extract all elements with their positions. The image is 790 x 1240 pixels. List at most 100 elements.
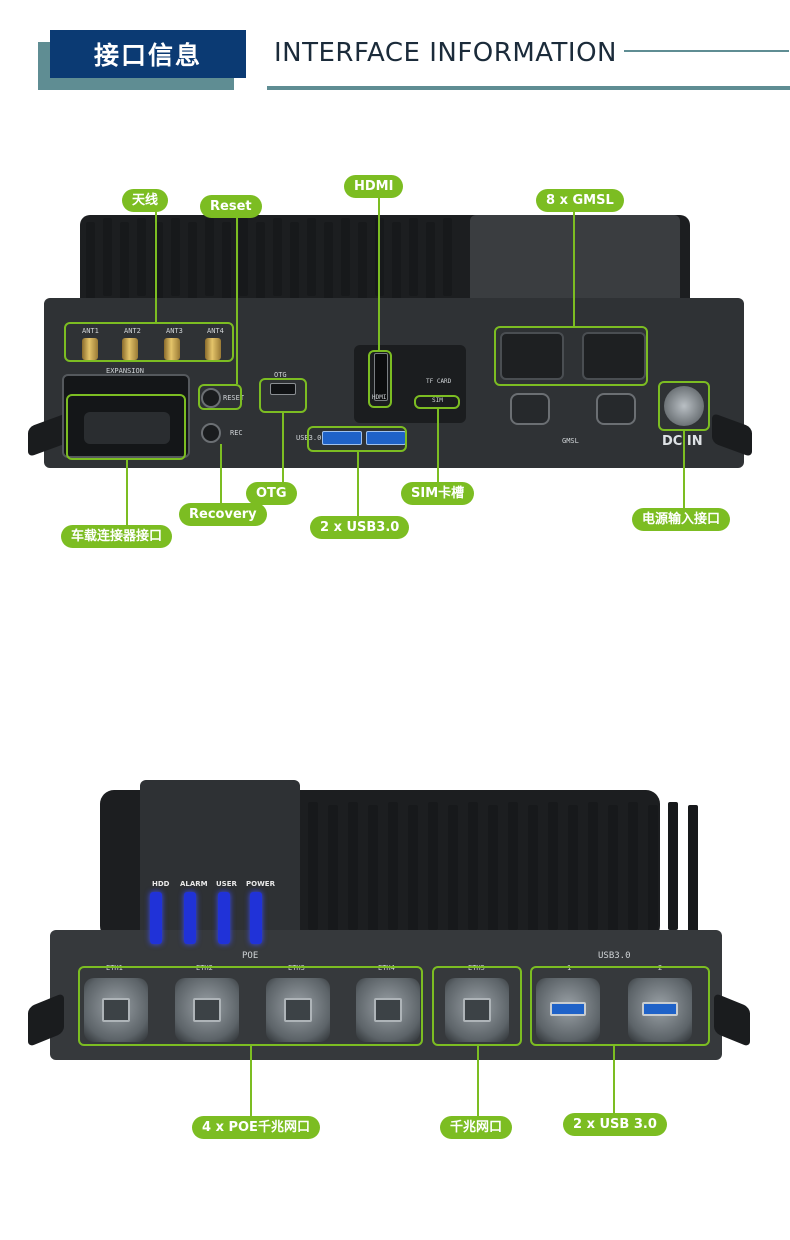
- section-title-en: INTERFACE INFORMATION: [274, 38, 618, 68]
- silk-sim: SIM: [432, 397, 443, 404]
- sim-highlight: [414, 395, 460, 409]
- gmsl-highlight: [494, 326, 648, 386]
- heatsink-fin: [137, 218, 146, 296]
- heatsink-fin: [273, 218, 282, 296]
- heatsink-fin: [428, 802, 438, 930]
- label-usb-rear: 2 x USB 3.0: [563, 1113, 667, 1136]
- usb-rear-port-2: [628, 978, 692, 1042]
- silk-ant4: ANT4: [207, 327, 224, 335]
- heatsink-fin: [628, 802, 638, 930]
- silk-expansion: EXPANSION: [106, 367, 144, 375]
- label-gmsl: 8 x GMSL: [536, 189, 624, 212]
- heatsink-fin: [668, 802, 678, 930]
- heatsink-fin: [341, 218, 350, 296]
- heatsink-fin: [468, 802, 478, 930]
- label-gigabit: 千兆网口: [440, 1116, 513, 1139]
- antenna-port: [164, 338, 180, 360]
- heatsink-fin: [488, 805, 498, 933]
- heatsink-fin: [324, 222, 333, 300]
- rear-device-image: HDD ALARM USER POWER POE ETH1 ETH2 ETH3 …: [0, 770, 790, 1080]
- heatsink-fin: [409, 218, 418, 296]
- heatsink-fin: [328, 805, 338, 933]
- recovery-button: [201, 423, 221, 443]
- hdmi-highlight: [368, 350, 392, 408]
- silk-hdd: HDD: [152, 880, 170, 888]
- usb-highlight: [307, 426, 407, 452]
- label-vehicle-connector: 车载连接器接口: [61, 525, 173, 548]
- heatsink-fin: [171, 218, 180, 296]
- heatsink-fin: [648, 805, 658, 933]
- section-title-cn: 接口信息: [50, 30, 246, 78]
- heatsink-fin: [392, 222, 401, 300]
- silk-eth5: ETH5: [468, 964, 485, 972]
- label-usb-front: 2 x USB3.0: [310, 516, 410, 539]
- label-power: 电源输入接口: [632, 508, 731, 531]
- poe-port-2: [175, 978, 239, 1042]
- heatsink-fin: [426, 222, 435, 300]
- antenna-highlight: [64, 322, 234, 362]
- heatsink-fin: [528, 805, 538, 933]
- power-led: [250, 892, 262, 944]
- hdmi-port: [374, 353, 388, 401]
- dc-in-highlight: [658, 381, 710, 431]
- label-poe: 4 x POE千兆网口: [192, 1116, 320, 1139]
- heatsink-fin: [256, 222, 265, 300]
- silk-eth2: ETH2: [196, 964, 213, 972]
- heatsink-fin: [568, 805, 578, 933]
- silk-user: USER: [216, 880, 237, 888]
- heatsink-fin: [588, 802, 598, 930]
- heatsink-fin: [103, 218, 112, 296]
- reset-button: [201, 388, 221, 408]
- silk-ant1: ANT1: [82, 327, 99, 335]
- heatsink-fin: [608, 805, 618, 933]
- gmsl-connector: [582, 332, 646, 380]
- gigabit-port: [445, 978, 509, 1042]
- front-device-image: ANT1 ANT2 ANT3 ANT4 EXPANSION RESET REC …: [0, 0, 790, 560]
- label-antenna: 天线: [122, 189, 169, 212]
- heatsink-fin: [205, 218, 214, 296]
- header-divider-bottom: [267, 86, 790, 90]
- heatsink-fin: [307, 218, 316, 296]
- silk-dc-in: DC IN: [662, 434, 703, 449]
- header-divider-top: [624, 50, 789, 52]
- silk-tf-card: TF CARD: [426, 378, 452, 385]
- heatsink-fin: [86, 222, 95, 300]
- silk-ant3: ANT3: [166, 327, 183, 335]
- otg-highlight: [259, 378, 307, 413]
- expansion-highlight: [66, 394, 186, 460]
- silk-rec: REC: [230, 429, 243, 437]
- user-led: [218, 892, 230, 944]
- poe-highlight: [78, 966, 423, 1046]
- gmsl-connector: [500, 332, 564, 380]
- silk-eth4: ETH4: [378, 964, 395, 972]
- antenna-port: [122, 338, 138, 360]
- poe-port-1: [84, 978, 148, 1042]
- silk-usb1: 1: [567, 964, 572, 972]
- poe-port-3: [266, 978, 330, 1042]
- silk-usb-rear: USB3.0: [598, 951, 631, 961]
- heatsink-fin: [222, 222, 231, 300]
- silk-hdmi: HDMI: [372, 394, 387, 401]
- heatsink-fin: [448, 805, 458, 933]
- dc-in-connector: [664, 386, 704, 426]
- heatsink-fin: [443, 218, 452, 296]
- heatsink-fin: [688, 805, 698, 933]
- usb-port: [322, 431, 362, 445]
- label-recovery: Recovery: [179, 503, 267, 526]
- heatsink-fin: [548, 802, 558, 930]
- heatsink-fin: [348, 802, 358, 930]
- label-hdmi: HDMI: [344, 175, 404, 198]
- heatsink-fin: [239, 218, 248, 296]
- heatsink-fin: [120, 222, 129, 300]
- antenna-port: [82, 338, 98, 360]
- heatsink-fin: [154, 222, 163, 300]
- antenna-port: [205, 338, 221, 360]
- poe-port-4: [356, 978, 420, 1042]
- heatsink-fin: [408, 805, 418, 933]
- reset-highlight: [198, 384, 242, 410]
- silk-power: POWER: [246, 880, 275, 888]
- silk-alarm: ALARM: [180, 880, 208, 888]
- otg-port: [270, 383, 296, 395]
- heatsink-fin: [508, 802, 518, 930]
- heatsink-fin: [388, 802, 398, 930]
